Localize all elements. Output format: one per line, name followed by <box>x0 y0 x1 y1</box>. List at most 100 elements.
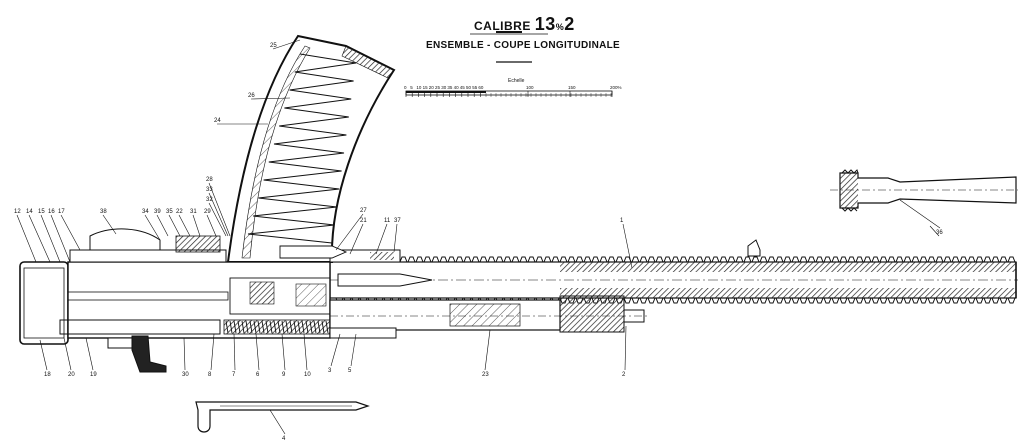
leader-line-12 <box>16 214 37 263</box>
scale-label: Echelle <box>508 78 525 84</box>
leader-line-36 <box>929 225 940 237</box>
leader-line-1 <box>622 223 633 269</box>
leader-line-20 <box>63 337 72 371</box>
cartridge <box>279 245 433 287</box>
callout-5: 5 <box>348 368 352 374</box>
leader-line-39 <box>156 214 169 237</box>
leader-line-25 <box>272 39 301 50</box>
caliber-word: CALIBRE <box>474 19 531 33</box>
callout-19: 19 <box>90 372 97 378</box>
callout-26: 26 <box>248 93 255 99</box>
leader-line-7 <box>233 333 236 371</box>
callout-39: 39 <box>154 209 161 215</box>
callout-8: 8 <box>208 372 212 378</box>
callout-36: 36 <box>936 230 943 236</box>
leader-line-18 <box>39 339 48 371</box>
magazine <box>226 34 396 263</box>
callout-23: 23 <box>482 372 489 378</box>
callout-17: 17 <box>58 209 65 215</box>
leader-line-34 <box>144 214 161 241</box>
scale-tick-label-0: 0 <box>404 85 407 90</box>
title-ornament <box>470 31 548 63</box>
callout-24: 24 <box>214 118 221 124</box>
scale-tick-label-1: 5 <box>410 85 413 90</box>
callout-3: 3 <box>328 368 332 374</box>
scale-tick-label-14: 150 <box>568 85 576 90</box>
scale-tick-label-6: 30 <box>441 85 447 90</box>
leader-line-5 <box>350 333 357 367</box>
callout-11: 11 <box>384 218 391 224</box>
callout-10: 10 <box>304 372 311 378</box>
callout-20: 20 <box>68 372 75 378</box>
caliber-unit: % <box>555 22 565 32</box>
leader-line-21 <box>349 223 364 255</box>
scale-tick-label-8: 40 <box>454 85 460 90</box>
leader-line-9 <box>281 333 286 371</box>
leader-line-14 <box>28 214 51 263</box>
callout-2: 2 <box>622 372 626 378</box>
callout-37: 37 <box>394 218 401 224</box>
scale-tick-label-2: 10 <box>416 85 422 90</box>
leader-line-19 <box>85 337 94 371</box>
scale-tick-label-12: 60 <box>478 85 484 90</box>
trigger-assembly <box>107 327 397 373</box>
caliber-suffix: 2 <box>564 14 575 34</box>
callout-12: 12 <box>14 209 21 215</box>
leader-line-17 <box>60 214 81 251</box>
callout-29: 29 <box>204 209 211 215</box>
detached-part-4 <box>195 401 370 433</box>
callout-38: 38 <box>100 209 107 215</box>
muzzle-attachment-detail <box>830 169 1018 229</box>
leader-line-35 <box>168 214 181 237</box>
callout-34: 34 <box>142 209 149 215</box>
leader-line-37 <box>393 223 398 253</box>
leader-line-4 <box>269 409 286 435</box>
leader-line-38 <box>102 214 117 235</box>
leader-line-33 <box>208 192 229 237</box>
leader-line-23 <box>484 329 491 371</box>
caliber-value: 13 <box>534 14 556 34</box>
leader-line-27 <box>335 213 364 251</box>
leader-line-11 <box>375 223 388 255</box>
callout-32: 32 <box>206 197 213 203</box>
leader-line-32 <box>208 202 227 237</box>
callout-27: 27 <box>360 208 367 214</box>
callout-4: 4 <box>282 436 286 442</box>
callout-6: 6 <box>256 372 260 378</box>
leader-line-16 <box>50 214 71 263</box>
leader-line-22 <box>178 214 191 237</box>
leader-line-31 <box>192 214 201 237</box>
leader-line-30 <box>183 337 186 371</box>
leader-line-28 <box>208 182 231 237</box>
drawing-title-caliber: CALIBRE 13%2 <box>474 14 575 35</box>
callout-9: 9 <box>282 372 286 378</box>
scale-tick-label-15: 200% <box>610 85 622 90</box>
scale-tick-label-4: 20 <box>429 85 435 90</box>
leader-line-6 <box>255 333 260 371</box>
callout-31: 31 <box>190 209 197 215</box>
leader-line-8 <box>210 333 215 371</box>
leader-line-29 <box>206 214 217 237</box>
scale-tick-label-3: 15 <box>423 85 429 90</box>
barrel <box>329 256 1018 304</box>
callout-25: 25 <box>270 43 277 49</box>
front-sight <box>747 239 761 257</box>
callout-21: 21 <box>360 218 367 224</box>
leader-line-15 <box>40 214 61 263</box>
scale-tick-label-10: 50 <box>466 85 472 90</box>
callout-33: 33 <box>206 187 213 193</box>
scale-tick-label-5: 25 <box>435 85 441 90</box>
callout-1: 1 <box>620 218 624 224</box>
leader-line-10 <box>303 333 308 371</box>
drawing-subtitle: ENSEMBLE - COUPE LONGITUDINALE <box>426 40 621 51</box>
callout-22: 22 <box>176 209 183 215</box>
callout-30: 30 <box>182 372 189 378</box>
gas-cylinder <box>329 295 650 333</box>
callout-15: 15 <box>38 209 45 215</box>
scale-tick-label-11: 55 <box>472 85 478 90</box>
callout-18: 18 <box>44 372 51 378</box>
